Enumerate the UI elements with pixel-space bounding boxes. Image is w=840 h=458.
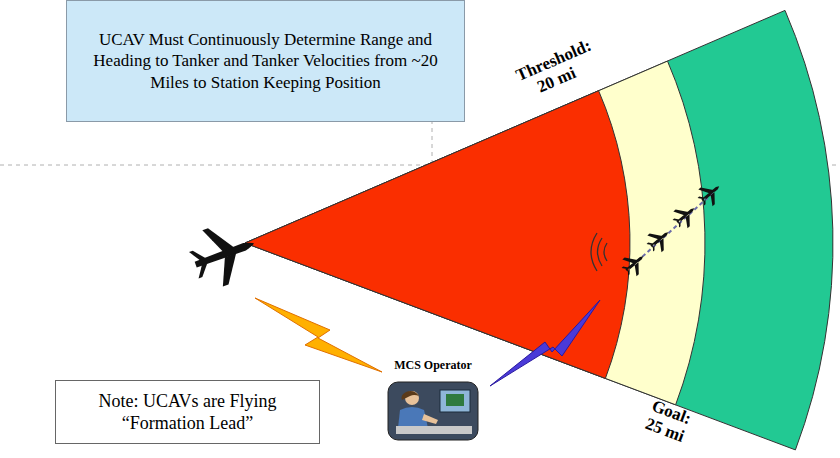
tanker-aircraft — [184, 215, 265, 293]
formation-line — [632, 192, 714, 266]
ucav-formation — [618, 178, 727, 280]
node-text: Note: UCAVs are Flying “Formation Lead” — [64, 390, 311, 435]
requirement-box: UCAV Must Continuously Determine Range a… — [66, 0, 465, 122]
datalink-bolt — [255, 298, 382, 372]
threshold-label: Threshold: 20 mi — [513, 41, 592, 103]
operator-station — [388, 382, 478, 440]
node-text: UCAV Must Continuously Determine Range a… — [75, 29, 456, 93]
datalink-bolt — [490, 300, 600, 386]
note-box: Note: UCAVs are Flying “Formation Lead” — [55, 380, 320, 444]
operator-label: MCS Operator — [394, 359, 472, 372]
radio-waves — [591, 233, 607, 271]
